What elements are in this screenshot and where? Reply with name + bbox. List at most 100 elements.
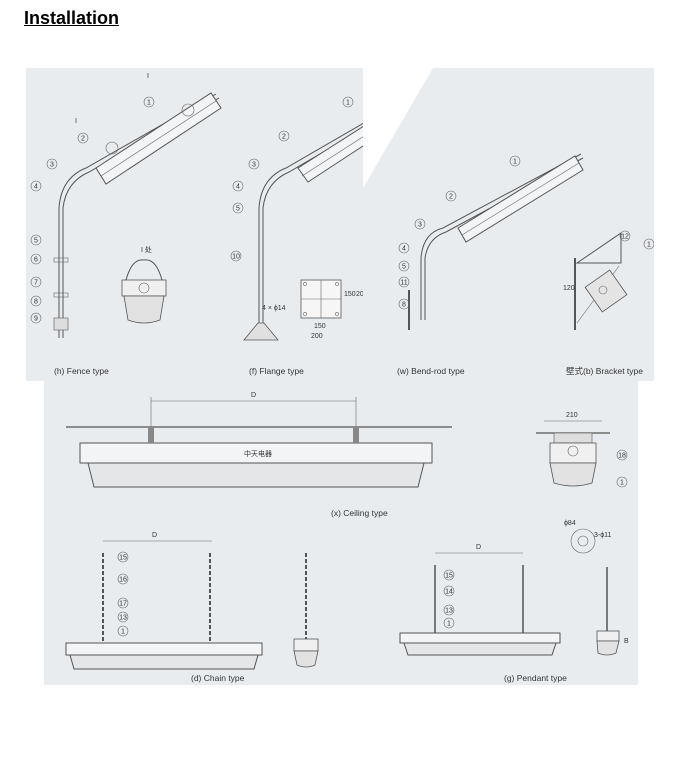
dim-b-label: B [624,638,629,645]
dim-150-vertical: 150 [344,291,356,298]
callout-1: 1 [143,96,155,108]
svg-text:2: 2 [81,136,85,143]
svg-text:18: 18 [618,453,626,460]
callout-1: 1 [643,238,654,250]
detail-marker [181,103,195,117]
svg-text:3: 3 [252,162,256,169]
callout-3: 3 [248,158,260,170]
svg-text:4: 4 [34,184,38,191]
svg-text:9: 9 [34,316,38,323]
callout-4: 4 [398,242,410,254]
svg-text:1: 1 [147,100,151,107]
svg-text:3: 3 [418,222,422,229]
callout-8: 8 [398,298,410,310]
detail-i-label: I [147,73,149,80]
fence-flange-panel: 1 2 3 4 5 6 7 8 9 I I I 处 (h) Fence type… [26,68,422,381]
detail-i-label-2: I [75,118,77,125]
svg-text:1: 1 [447,621,451,628]
callout-5: 5 [398,260,410,272]
callout-5: 5 [30,234,42,246]
callout-14: 14 [443,585,455,597]
fence-pole [58,93,217,338]
callout-17: 17 [117,597,129,609]
dim-150-horizontal: 150 [314,323,326,330]
caption-fence: (h) Fence type [54,366,109,376]
svg-text:5: 5 [34,238,38,245]
svg-text:11: 11 [400,280,407,287]
svg-text:13: 13 [445,608,453,615]
dim-120-label: 120 [563,285,575,292]
dim-3x11-label: 3-ϕ11 [594,532,612,539]
callout-13: 13 [443,604,455,616]
svg-text:2: 2 [282,134,286,141]
callout-4: 4 [232,180,244,192]
callout-9: 9 [30,312,42,324]
bendrod-bracket-figure: 1 2 3 4 5 11 8 (w) Bend-rod type 120 12 … [363,68,654,381]
pendant-type-drawing: D ϕ84 3-ϕ11 B 15 14 13 1 (g) Pendant typ… [399,520,629,683]
fence-type-drawing: 1 2 3 4 5 6 7 8 9 I I I 处 (h) Fence type [30,73,222,376]
caption-ceiling: (x) Ceiling type [331,508,388,518]
flange-holes-label: 4 × ϕ14 [262,305,286,312]
svg-text:12: 12 [621,234,629,241]
callout-1: 1 [509,155,521,167]
flange-base [243,322,279,341]
svg-text:2: 2 [449,194,453,201]
caption-pendant: (g) Pendant type [504,673,567,683]
lamp-label-ceiling: 中天电器 [244,449,272,458]
svg-text:4: 4 [402,246,406,253]
ceiling-chain-pendant-figure: D 中天电器 (x) Ceiling type 210 18 1 D 15 16… [65,392,629,683]
svg-text:15: 15 [119,555,127,562]
svg-text:13: 13 [119,615,127,622]
chain-type-drawing: D 15 16 17 13 1 (d) Chain type [65,532,319,683]
dim-200-vertical: 200 [356,291,368,298]
dim-84-label: ϕ84 [564,520,576,527]
callout-7: 7 [30,276,42,288]
callout-1: 1 [117,625,129,637]
callout-2: 2 [445,190,457,202]
callout-12: 12 [619,230,631,242]
caption-bracket: 壁式(b) Bracket type [566,366,643,376]
bendrod-bracket-panel: 1 2 3 4 5 11 8 (w) Bend-rod type 120 12 … [363,68,654,381]
svg-text:1: 1 [346,100,350,107]
callout-16: 16 [117,573,129,585]
ceiling-dim-d: D [251,392,256,399]
callout-3: 3 [46,158,58,170]
svg-text:4: 4 [236,184,240,191]
callout-8: 8 [30,295,42,307]
dim-200-horizontal: 200 [311,333,323,340]
svg-text:16: 16 [119,577,127,584]
callout-10: 10 [230,250,242,262]
callout-1: 1 [342,96,354,108]
dim-210-label: 210 [566,412,578,419]
svg-text:10: 10 [232,254,240,261]
callout-15: 15 [443,569,455,581]
svg-text:15: 15 [445,573,453,580]
callout-15: 15 [117,551,129,563]
callout-4: 4 [30,180,42,192]
svg-text:7: 7 [34,280,38,287]
callout-1: 1 [443,617,455,629]
caption-chain: (d) Chain type [191,673,245,683]
svg-text:8: 8 [34,299,38,306]
bend-rod-drawing: 1 2 3 4 5 11 8 (w) Bend-rod type [397,153,584,376]
detail-lamp-drawing [121,259,167,324]
svg-text:5: 5 [236,206,240,213]
detail-view-label: I 处 [141,245,152,254]
svg-text:1: 1 [121,629,125,636]
callout-6: 6 [30,253,42,265]
callout-13: 13 [117,611,129,623]
svg-text:3: 3 [50,162,54,169]
ceiling-type-drawing: D 中天电器 (x) Ceiling type 210 18 1 [66,392,628,518]
page-title: Installation [24,8,120,28]
svg-text:1: 1 [620,480,624,487]
caption-bend-rod: (w) Bend-rod type [397,366,465,376]
callout-18: 18 [616,449,628,461]
svg-text:6: 6 [34,257,38,264]
svg-text:1: 1 [647,242,651,249]
callout-3: 3 [414,218,426,230]
svg-text:1: 1 [513,159,517,166]
svg-text:17: 17 [119,601,127,608]
callout-1: 1 [616,476,628,488]
pendant-dim-d: D [476,544,481,551]
callout-11: 11 [398,276,410,288]
